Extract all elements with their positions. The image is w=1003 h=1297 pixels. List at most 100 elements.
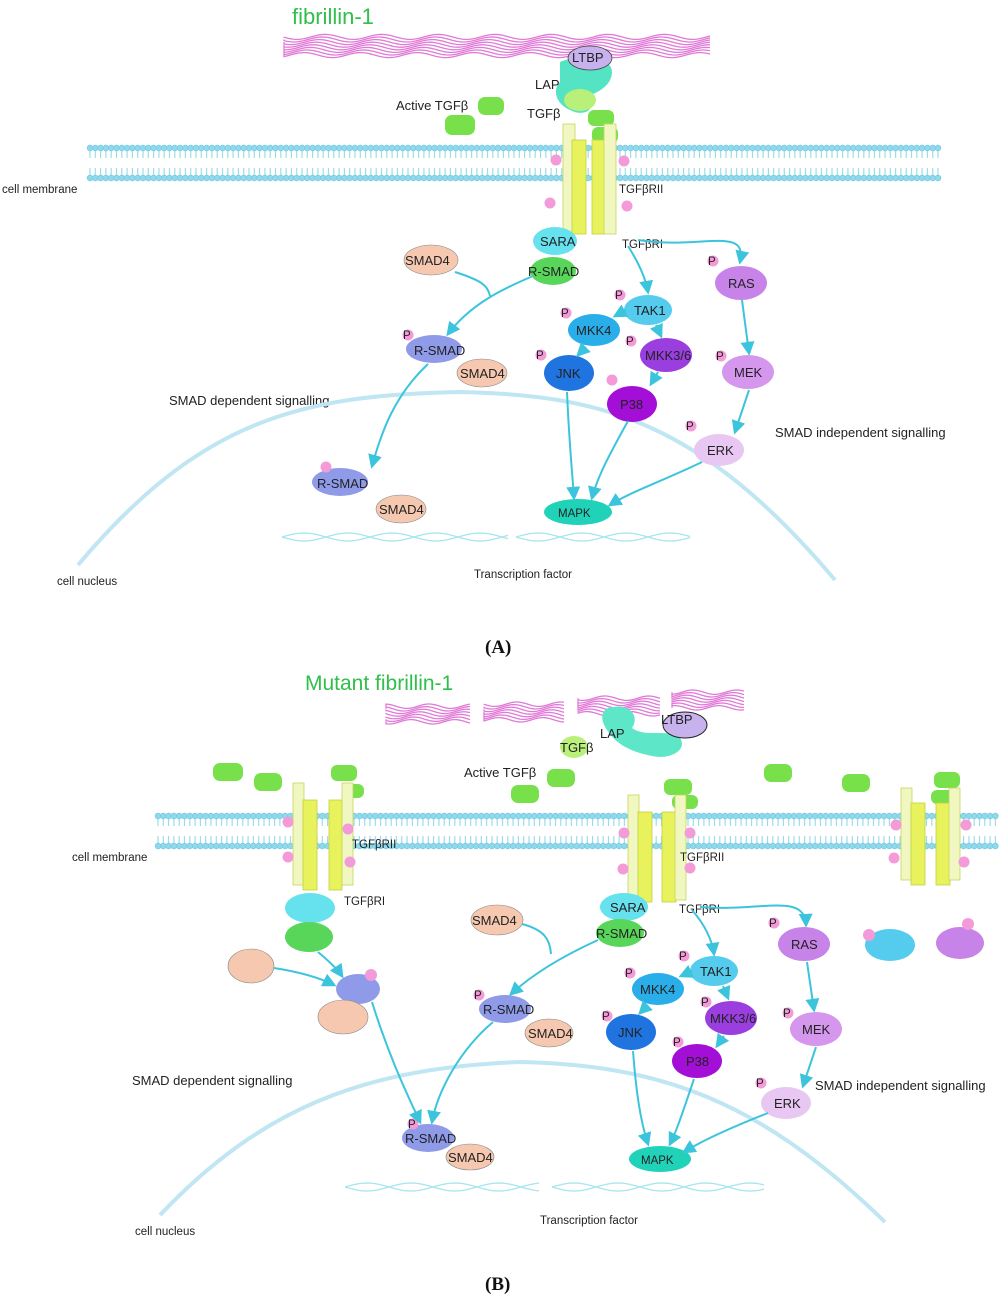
phospholipid-head — [468, 174, 475, 182]
phospholipid-head — [823, 174, 830, 182]
phospholipid-head — [542, 144, 549, 152]
phospholipid-head — [341, 144, 348, 152]
phospholipid-head — [706, 174, 714, 182]
phospholipid-head — [224, 174, 232, 182]
phospholipid-head — [573, 842, 580, 850]
phospholipid-head — [765, 144, 772, 152]
phospholipid-head — [287, 842, 294, 850]
phospholipid-head — [145, 174, 152, 182]
dna-strand — [344, 1182, 765, 1192]
phospholipid-head — [166, 174, 173, 182]
phospholipid-head — [271, 812, 278, 820]
phospholipid-head — [859, 842, 867, 850]
phospholipid-head — [717, 174, 724, 182]
p-label: P — [708, 256, 716, 268]
phospholipid-head — [181, 812, 188, 820]
smad4-protein — [470, 904, 524, 936]
phospholipid-head — [680, 144, 687, 152]
phospholipid-head — [186, 812, 194, 820]
tgfb-dimer — [331, 765, 357, 781]
cell-nucleus-envelope — [158, 1059, 887, 1224]
phospholipid-head — [627, 174, 634, 182]
phospholipid-head — [155, 144, 163, 152]
phospholipid-head — [849, 842, 856, 850]
phospholipid-head — [361, 812, 368, 820]
rsmad-protein — [530, 257, 576, 285]
phospholipid-head — [202, 812, 209, 820]
phospholipid-head — [913, 174, 920, 182]
phospholipid-head — [139, 174, 147, 182]
phospholipid-head — [876, 144, 883, 152]
tgfb-dimer — [213, 763, 243, 781]
tgfb-dimer — [445, 115, 475, 135]
phospholipid-head — [309, 174, 316, 182]
phospholipid-head — [786, 144, 793, 152]
phospholipid-head — [648, 144, 655, 152]
phospholipid-head — [430, 812, 437, 820]
phospholipid-head — [965, 842, 973, 850]
phospholipid-head — [807, 174, 814, 182]
phospholipid-head — [409, 812, 416, 820]
phospholipid-head — [732, 812, 739, 820]
phospholipid-head — [986, 812, 994, 820]
dna-backbone — [344, 1182, 540, 1192]
phospholipid-head — [181, 842, 188, 850]
phospholipid-head — [834, 144, 841, 152]
phospholipid-head — [403, 812, 411, 820]
phospholipid-head — [123, 174, 131, 182]
phospholipid-head — [420, 144, 428, 152]
phospholipid-head — [748, 842, 755, 850]
phospholipid-head — [712, 144, 719, 152]
phospholipid-head — [462, 842, 469, 850]
phospholipid-head — [208, 174, 216, 182]
phospholipid-head — [562, 842, 570, 850]
phospholipid-head — [219, 174, 226, 182]
smad4-protein — [456, 358, 508, 388]
phospholipid-head — [664, 174, 671, 182]
phospholipid-head — [266, 812, 273, 820]
phospholipid-head — [865, 174, 873, 182]
phospholipid-head — [822, 842, 829, 850]
phospholipid-head — [562, 812, 570, 820]
phospholipid-head — [827, 812, 835, 820]
transcription-factor-label: Transcription factor — [474, 569, 572, 581]
phospholipid-head — [293, 144, 300, 152]
rsmad-label: R-SMAD — [405, 1131, 456, 1146]
phospholipid-head — [817, 812, 824, 820]
phospholipid-head — [277, 144, 284, 152]
phospholipid-head — [414, 842, 421, 850]
phospholipid-head — [129, 144, 136, 152]
mek-protein — [722, 355, 774, 389]
phospholipid-head — [165, 842, 172, 850]
active-tgfb-label: Active TGFβ — [464, 765, 536, 780]
fibrillin-strand — [385, 718, 471, 725]
phospholipid-head — [770, 174, 777, 182]
phospholipid-head — [139, 144, 147, 152]
phospholipid-head — [160, 842, 167, 850]
phospholipid-head — [383, 144, 390, 152]
phospholipid-head — [113, 144, 120, 152]
phospholipid-head — [791, 144, 799, 152]
phospholipid-head — [749, 174, 756, 182]
phospholipid-head — [430, 842, 437, 850]
mkk4-protein — [568, 314, 620, 346]
phospholipid-head — [880, 812, 888, 820]
phospholipid-head — [330, 174, 337, 182]
phospholipid-head — [749, 144, 756, 152]
phospholipid-head — [441, 812, 448, 820]
phospholipid-head — [505, 174, 512, 182]
phospholipid-head — [897, 174, 905, 182]
phospholipid-head — [383, 174, 390, 182]
phospholipid-head — [234, 812, 241, 820]
phospholipid-head — [165, 812, 172, 820]
phospholipid-head — [823, 144, 830, 152]
phospholipid-head — [356, 812, 363, 820]
phospholipid-head — [456, 842, 464, 850]
phospholipid-head — [705, 842, 713, 850]
mkk4-label: MKK4 — [576, 323, 611, 338]
phospholipid-head — [818, 144, 825, 152]
jnk-protein — [544, 355, 594, 391]
phospholipid-head — [992, 842, 999, 850]
erk-label: ERK — [774, 1096, 801, 1111]
phospholipid-head — [192, 174, 200, 182]
